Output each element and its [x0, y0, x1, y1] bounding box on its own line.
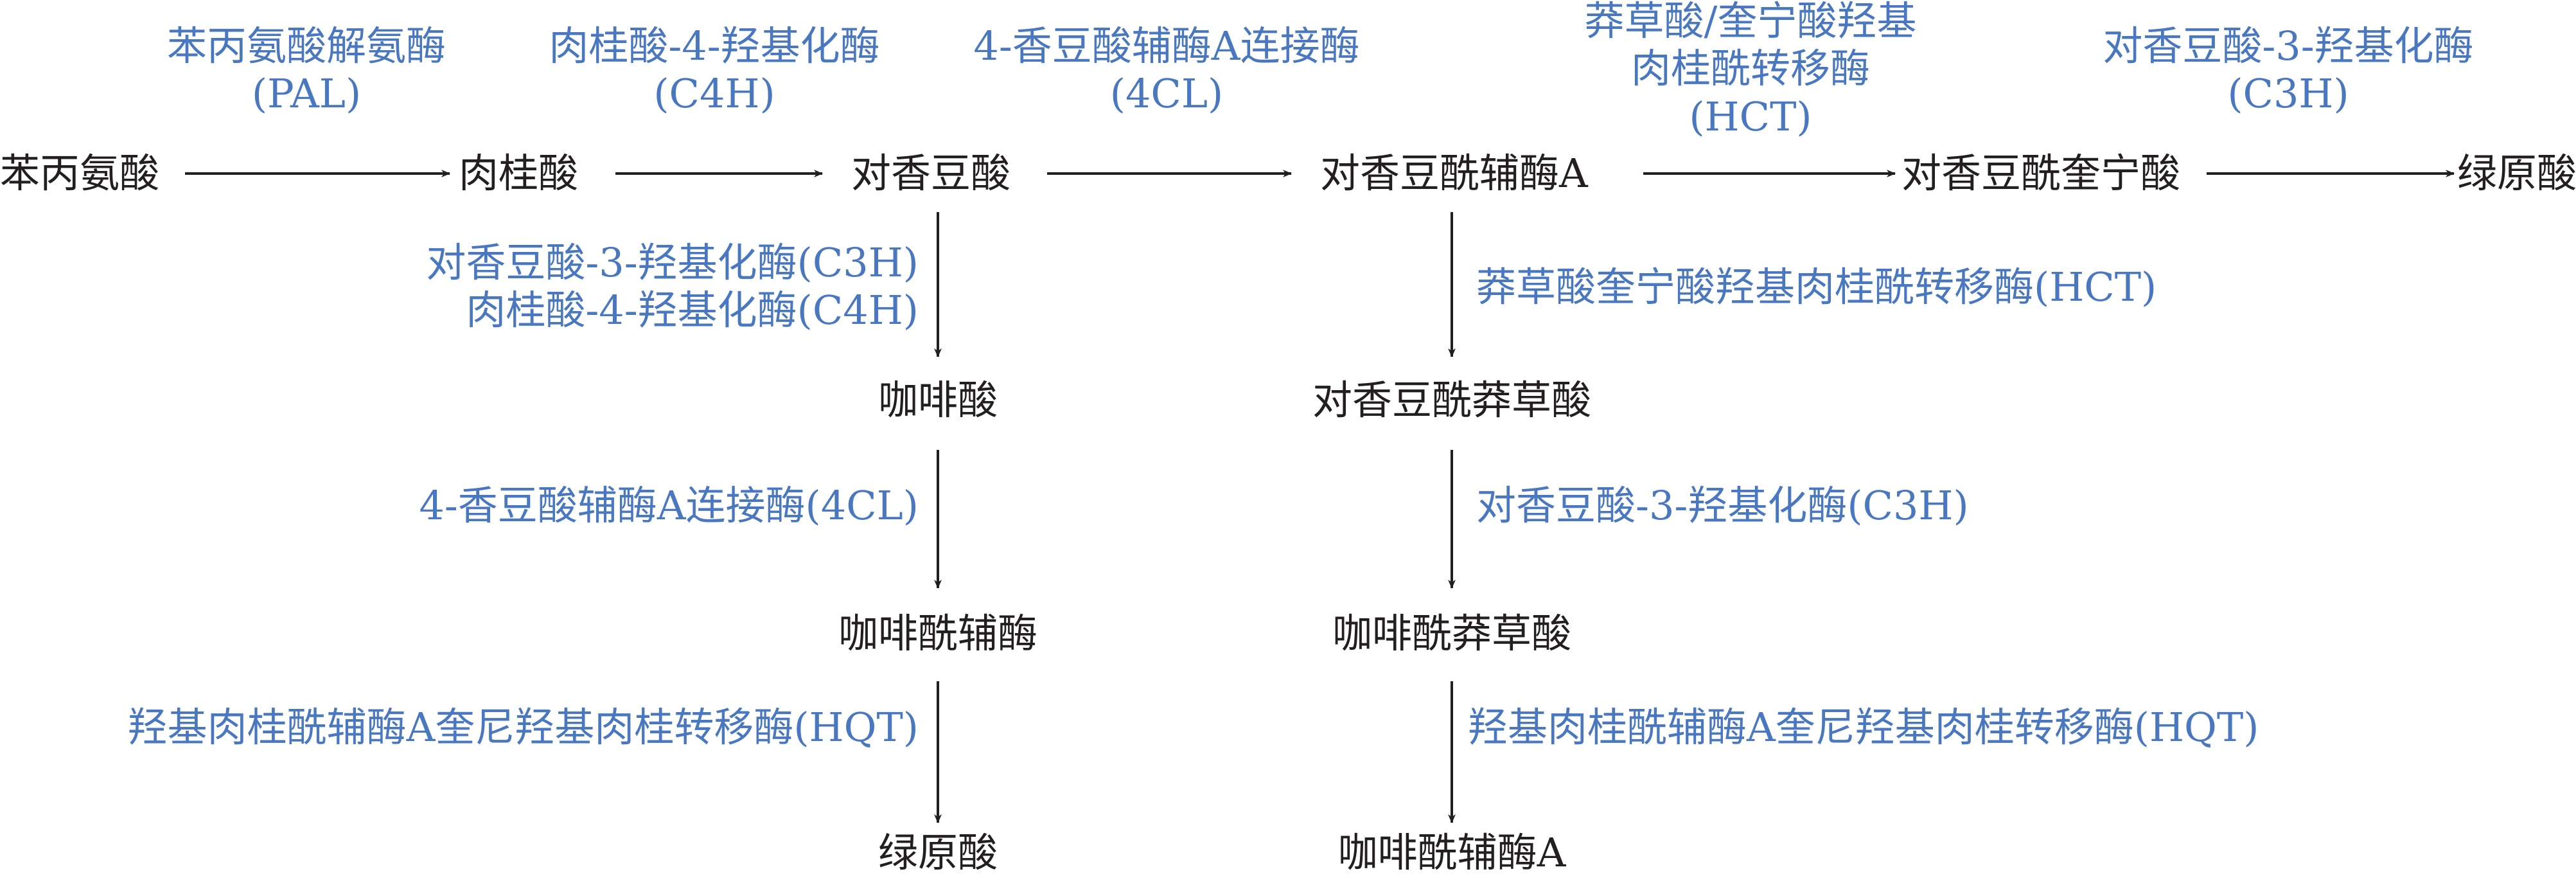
compound-p-coumaroyl-coa: 对香豆酰辅酶A [1320, 150, 1588, 197]
enzyme-pal-abbr: (PAL) [251, 70, 362, 118]
enzyme-pal-label: 苯丙氨酸解氨酶 (PAL) [167, 22, 446, 118]
compound-chlorogenic-acid-main: 绿原酸 [2457, 150, 2576, 197]
enzyme-4cl-name: 4-香豆酸辅酶A连接酶 [973, 22, 1360, 69]
compound-cinnamic-acid: 肉桂酸 [459, 150, 579, 197]
enzyme-4cl-abbr: (4CL) [1109, 70, 1224, 118]
enzyme-right-step2-label: 对香豆酸-3-羟基化酶(C3H) [1476, 482, 1969, 529]
compound-p-coumaroyl-shikimic-acid: 对香豆酰莽草酸 [1312, 377, 1592, 424]
compound-p-coumaroyl-quinic-acid: 对香豆酰奎宁酸 [1901, 150, 2181, 197]
enzyme-pal-name: 苯丙氨酸解氨酶 [166, 22, 446, 69]
compound-caffeic-acid: 咖啡酸 [878, 377, 998, 424]
enzyme-right-step1-label: 莽草酸奎宁酸羟基肉桂酰转移酶(HCT) [1476, 264, 2157, 310]
enzyme-c4h-abbr: (C4H) [653, 70, 775, 118]
compound-caffeoyl-shikimic-acid: 咖啡酰莽草酸 [1332, 610, 1572, 657]
enzyme-left-step1-label: 对香豆酸-3-羟基化酶(C3H) 肉桂酸-4-羟基化酶(C4H) [426, 239, 919, 335]
enzyme-left-step1-line1: 对香豆酸-3-羟基化酶(C3H) [426, 239, 919, 286]
enzyme-c4h-label: 肉桂酸-4-羟基化酶 (C4H) [549, 22, 879, 118]
enzyme-c3h-top-label: 对香豆酸-3-羟基化酶 (C3H) [2103, 22, 2473, 118]
compound-chlorogenic-acid-left: 绿原酸 [878, 829, 998, 876]
enzyme-left-step1-line2: 肉桂酸-4-羟基化酶(C4H) [466, 287, 919, 334]
enzyme-hct-top-line1: 莽草酸/奎宁酸羟基 [1584, 0, 1917, 44]
enzyme-c3h-top-abbr: (C3H) [2227, 70, 2349, 118]
enzyme-left-step2-label: 4-香豆酸辅酶A连接酶(4CL) [419, 482, 919, 529]
enzyme-hct-top-label: 莽草酸/奎宁酸羟基 肉桂酰转移酶 (HCT) [1585, 0, 1917, 141]
enzyme-left-step3-label: 羟基肉桂酰辅酶A奎尼羟基肉桂转移酶(HQT) [127, 704, 919, 751]
enzyme-hct-top-line2: 肉桂酰转移酶 [1630, 45, 1871, 93]
compound-phenylalanine: 苯丙氨酸 [0, 150, 160, 197]
enzyme-c4h-name: 肉桂酸-4-羟基化酶 [549, 22, 880, 69]
enzyme-right-step3-label: 羟基肉桂酰辅酶A奎尼羟基肉桂转移酶(HQT) [1468, 704, 2259, 751]
compound-p-coumaric-acid: 对香豆酸 [851, 150, 1011, 197]
compound-caffeoyl-coa-right: 咖啡酰辅酶A [1337, 829, 1566, 876]
enzyme-c3h-top-name: 对香豆酸-3-羟基化酶 [2103, 22, 2474, 69]
enzyme-4cl-label: 4-香豆酸辅酶A连接酶 (4CL) [973, 22, 1359, 118]
compound-caffeoyl-coa-left: 咖啡酰辅酶 [838, 610, 1038, 657]
enzyme-hct-top-abbr: (HCT) [1689, 93, 1812, 140]
